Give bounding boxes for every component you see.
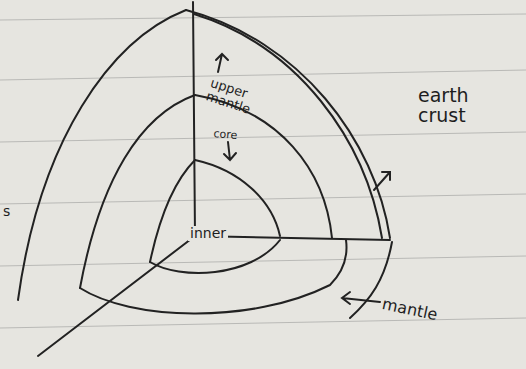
layer-label: s: [3, 204, 17, 219]
layer-label: upper mantle: [205, 76, 280, 124]
layer-label: inner: [188, 226, 228, 241]
layer-label: mantle: [381, 296, 492, 335]
earth-sketch: [18, 2, 392, 356]
ruled-lines: [0, 14, 526, 328]
layer-label: core: [213, 128, 254, 143]
layer-label: earth crust: [418, 86, 498, 126]
